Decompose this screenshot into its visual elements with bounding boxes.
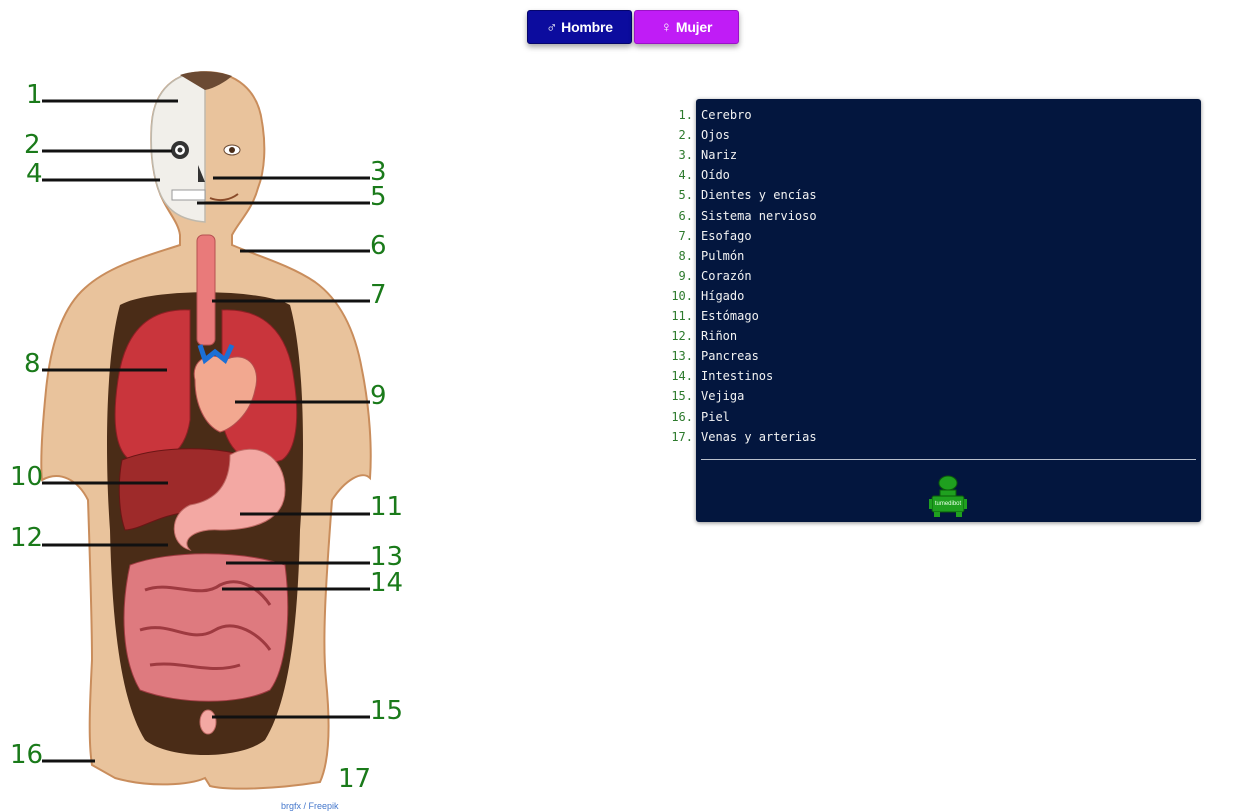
list-item-label: Pancreas xyxy=(701,349,759,364)
list-item-number: 4. xyxy=(678,168,693,183)
list-item-number: 7. xyxy=(678,228,693,243)
list-item-label: Piel xyxy=(701,409,730,424)
anatomy-figure: 1 2 4 3 5 6 7 8 9 10 11 12 13 14 15 16 1… xyxy=(0,60,420,812)
image-credit-link[interactable]: brgfx / Freepik xyxy=(281,801,339,811)
list-item-label: Pulmón xyxy=(701,248,745,263)
list-item-number: 17. xyxy=(671,429,693,444)
list-item-number: 6. xyxy=(678,208,693,223)
figure-number-16: 16 xyxy=(10,740,44,770)
list-item-number: 11. xyxy=(671,309,693,323)
figure-number-6: 6 xyxy=(370,231,387,261)
list-item-label: Corazón xyxy=(701,268,752,283)
list-item-number: 8. xyxy=(678,248,693,263)
figure-number-10: 10 xyxy=(10,462,44,492)
list-item-number: 1. xyxy=(678,108,693,122)
robot-icon xyxy=(929,475,967,517)
list-item-number: 15. xyxy=(671,389,693,404)
figure-number-12: 12 xyxy=(10,523,44,553)
tumedibot-logo: tumedibot xyxy=(926,472,970,518)
figure-number-5: 5 xyxy=(370,182,387,212)
logo-text: tumedibot xyxy=(934,501,962,507)
hombre-button[interactable]: ♂ Hombre xyxy=(527,10,632,44)
female-icon: ♀ xyxy=(660,18,672,36)
figure-number-3: 3 xyxy=(370,157,387,187)
list-item-number: 3. xyxy=(678,148,693,163)
figure-number-7: 7 xyxy=(370,280,387,310)
figure-number-13: 13 xyxy=(370,542,404,572)
list-item-label: Intestinos xyxy=(701,369,774,384)
mujer-button[interactable]: ♀ Mujer xyxy=(634,10,739,44)
list-item-number: 12. xyxy=(671,329,693,344)
list-item-label: Riñon xyxy=(701,329,738,344)
list-item-label: Esofago xyxy=(701,228,752,243)
male-icon: ♂ xyxy=(546,18,558,36)
list-item-label: Estómago xyxy=(701,309,759,323)
figure-number-15: 15 xyxy=(370,696,404,726)
list-item-number: 9. xyxy=(678,268,693,283)
divider xyxy=(701,459,1196,460)
list-item-label: Nariz xyxy=(701,148,738,163)
list-item-label: Cerebro xyxy=(701,108,752,122)
figure-number-14: 14 xyxy=(370,568,404,598)
figure-number-17: 17 xyxy=(338,764,372,794)
list-item-number: 2. xyxy=(678,128,693,143)
figure-number-2: 2 xyxy=(24,130,41,160)
figure-number-11: 11 xyxy=(370,492,404,522)
list-item-label: Hígado xyxy=(701,288,745,303)
list-item-number: 13. xyxy=(671,349,693,364)
list-item-number: 16. xyxy=(671,409,693,424)
list-item-label: Sistema nervioso xyxy=(701,208,817,223)
list-item-number: 5. xyxy=(678,188,693,203)
list-item-number: 10. xyxy=(671,288,693,303)
list-item-label: Dientes y encías xyxy=(701,188,817,203)
figure-number-4: 4 xyxy=(26,159,43,189)
figure-number-9: 9 xyxy=(370,381,387,411)
list-item-number: 14. xyxy=(671,369,693,384)
mujer-label: Mujer xyxy=(675,19,713,35)
list-item-label: Oído xyxy=(701,168,730,183)
figure-number-8: 8 xyxy=(24,349,41,379)
list-item-label: Ojos xyxy=(701,128,730,143)
list-item-label: Venas y arterias xyxy=(701,429,817,444)
list-item-label: Vejiga xyxy=(701,389,745,404)
human-body-illustration xyxy=(40,70,372,790)
figure-number-1: 1 xyxy=(26,80,43,110)
organ-list-panel: tumedibot xyxy=(696,99,1201,522)
hombre-label: Hombre xyxy=(561,19,613,35)
